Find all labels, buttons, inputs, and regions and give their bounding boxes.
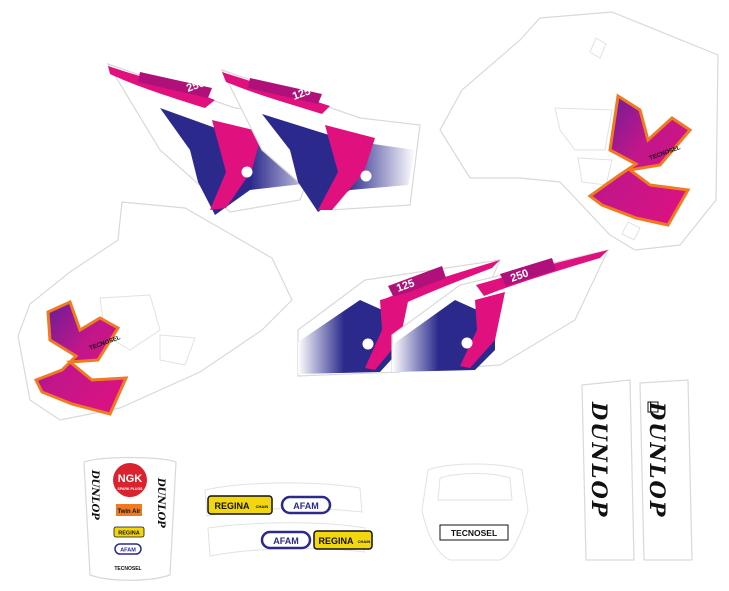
fender-afam-label: AFAM	[120, 548, 136, 554]
shroud-number-lower-right: 250	[509, 267, 530, 285]
shroud-lower-right: 250	[391, 249, 610, 373]
fork-guard-right-text: DUNLOP	[645, 401, 670, 519]
sticker-afam-bottom	[260, 530, 312, 550]
fender-dunlop-left: DUNLOP	[89, 469, 100, 520]
ngk-sublabel: SPARK PLUGS	[117, 487, 143, 491]
twin-air-logo	[116, 504, 142, 516]
shroud-lower-left: 125	[297, 259, 501, 377]
front-number-plate: TECNOSEL	[421, 463, 529, 561]
sticker-afam-top	[280, 495, 332, 515]
fork-guard-left: DUNLOP	[581, 379, 635, 561]
side-panel-left: TECNOSEL	[17, 201, 293, 421]
sticker-regina-bottom-label: REGINA	[318, 536, 354, 546]
sticker-regina-bottom	[313, 530, 373, 550]
sticker-regina-top-sub: CHAIN	[256, 504, 269, 509]
number-plate-sponsor-bg	[439, 524, 509, 541]
fender-dunlop-right: DUNLOP	[155, 477, 166, 528]
fork-guard-right-tab	[647, 401, 659, 413]
shroud-upper-left: 250	[106, 62, 331, 215]
fork-guard-left-text: DUNLOP	[587, 401, 612, 519]
front-fender-decal: NGK SPARK PLUGS DUNLOP DUNLOP Twin Air R…	[83, 456, 177, 581]
sticker-regina-bottom-sub: CHAIN	[358, 539, 371, 544]
fender-tecnosel-label: TECNOSEL	[114, 566, 141, 572]
sticker-regina-top-label: REGINA	[214, 501, 250, 511]
shroud-upper-middle: 125	[220, 68, 421, 212]
fender-regina-label: REGINA	[118, 531, 139, 537]
ngk-logo	[113, 463, 147, 497]
sticker-afam-top-label: AFAM	[293, 501, 319, 511]
chain-stickers: REGINA CHAIN AFAM AFAM REGINA CHAIN	[204, 482, 373, 557]
fork-guard-right: DUNLOP	[639, 379, 693, 561]
sticker-afam-bottom-label: AFAM	[273, 536, 299, 546]
shroud-number-upper-left: 250	[185, 77, 206, 95]
shroud-number-lower-left: 125	[395, 277, 416, 295]
side-panel-right: TECNOSEL	[439, 11, 719, 251]
number-plate-sponsor: TECNOSEL	[451, 528, 497, 538]
fender-regina-logo	[113, 526, 145, 538]
fender-afam-logo	[114, 543, 142, 555]
yz-logo-right	[587, 93, 693, 227]
twin-air-label: Twin Air	[118, 509, 142, 515]
sticker-regina-top	[207, 495, 273, 515]
yz-logo-left	[33, 299, 129, 416]
ngk-label: NGK	[118, 473, 143, 485]
shroud-number-upper-right: 125	[291, 85, 312, 103]
